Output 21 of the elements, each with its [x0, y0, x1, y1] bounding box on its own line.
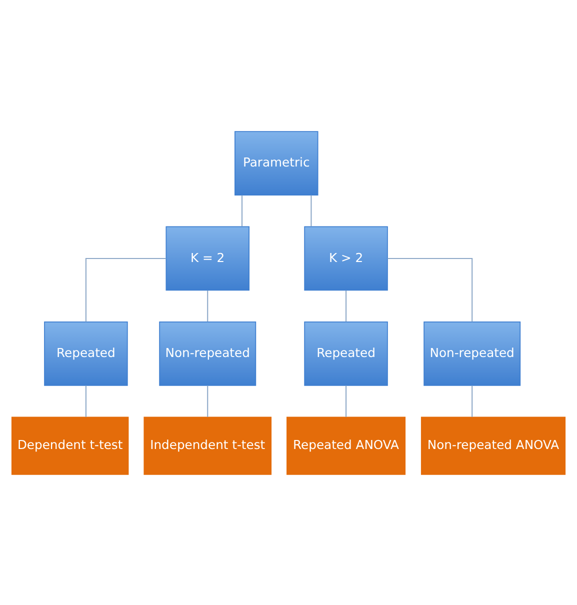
node-box: Non-repeated: [159, 321, 256, 386]
node-box: Dependent t-test: [11, 416, 129, 474]
node-box: Independent t-test: [144, 416, 272, 474]
connector: [346, 290, 347, 322]
connector: [241, 194, 243, 226]
node-box: K > 2: [304, 226, 388, 290]
connector: [207, 290, 208, 322]
connector: [310, 194, 312, 226]
node-box: Non-repeated: [424, 321, 521, 386]
connector: [85, 385, 86, 416]
node-box: Repeated: [44, 321, 128, 386]
connector: [85, 257, 166, 322]
node-box: Parametric: [234, 130, 318, 195]
node-box: Repeated ANOVA: [286, 416, 406, 474]
connector: [207, 385, 208, 416]
connector: [346, 385, 347, 416]
connector: [472, 385, 473, 416]
node-box: Repeated: [304, 321, 388, 386]
connector: [388, 257, 473, 322]
node-box: K = 2: [166, 226, 250, 290]
node-box: Non-repeated ANOVA: [420, 416, 566, 474]
